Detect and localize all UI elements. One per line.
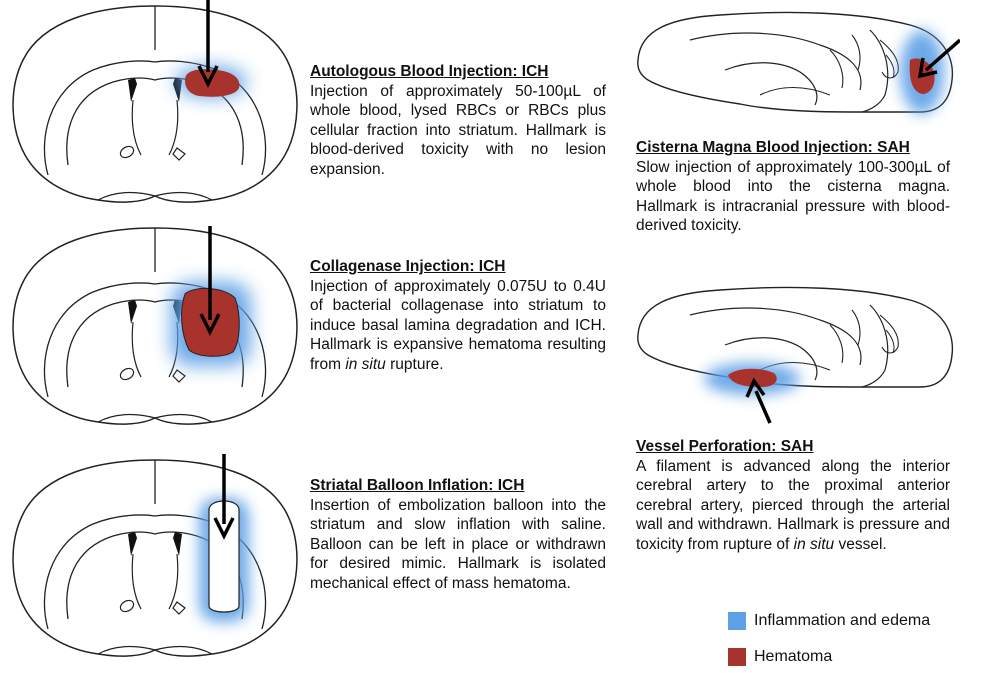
panel-description: Autologous Blood Injection: ICH Injectio…	[310, 62, 606, 179]
panel-description: Cisterna Magna Blood Injection: SAH Slow…	[636, 138, 950, 236]
panel-title: Collagenase Injection: ICH	[310, 257, 606, 277]
panel-title: Striatal Balloon Inflation: ICH	[310, 476, 606, 496]
panel-title: Vessel Perforation: SAH	[636, 437, 950, 457]
legend-label: Inflammation and edema	[754, 612, 930, 630]
panel-body: Injection of approximately 50-100µL of w…	[310, 82, 606, 180]
panel-title: Cisterna Magna Blood Injection: SAH	[636, 138, 950, 158]
panel-body: Slow injection of approximately 100-300µ…	[636, 158, 950, 236]
panel-body: Insertion of embolization balloon into t…	[310, 496, 606, 594]
sagittal-brain-illustration	[630, 275, 960, 425]
coronal-brain-illustration	[3, 0, 308, 212]
panel-body: A filament is advanced along the interio…	[636, 457, 950, 555]
coronal-brain-illustration	[3, 454, 308, 666]
panel-description: Striatal Balloon Inflation: ICH Insertio…	[310, 476, 606, 593]
legend-item-hematoma: Hematoma	[728, 648, 832, 666]
panel-description: Vessel Perforation: SAH A filament is ad…	[636, 437, 950, 554]
legend-swatch	[728, 648, 746, 666]
panel-title: Autologous Blood Injection: ICH	[310, 62, 606, 82]
sagittal-brain-illustration	[630, 0, 960, 125]
legend-item-inflammation: Inflammation and edema	[728, 612, 930, 630]
coronal-brain-illustration	[3, 222, 308, 434]
panel-body: Injection of approximately 0.075U to 0.4…	[310, 277, 606, 375]
legend-label: Hematoma	[754, 648, 832, 666]
panel-description: Collagenase Injection: ICH Injection of …	[310, 257, 606, 374]
injection-arrow	[756, 391, 770, 423]
legend-swatch	[728, 612, 746, 630]
